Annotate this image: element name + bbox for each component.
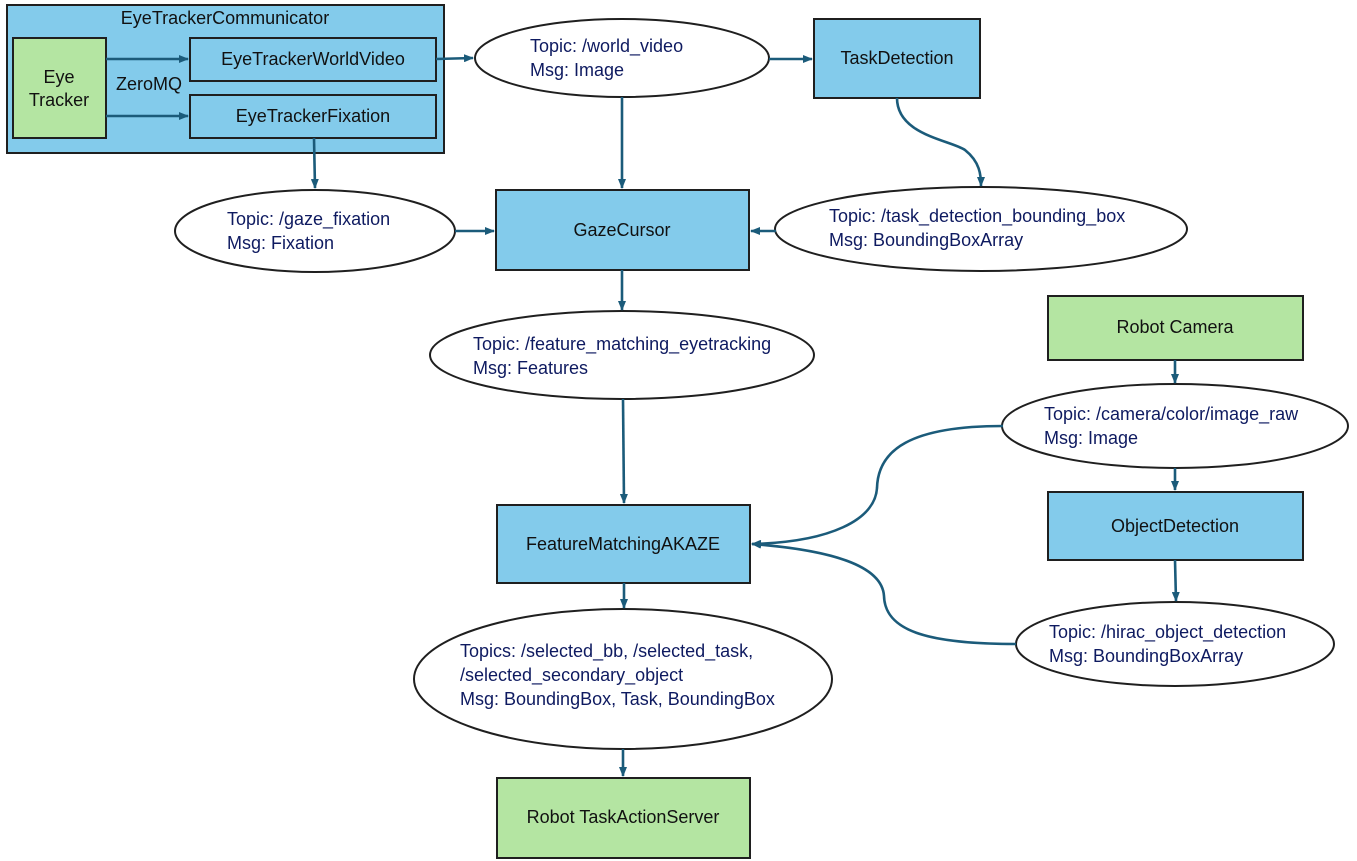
topic-task-bbox-msg: Msg: BoundingBoxArray — [829, 230, 1023, 250]
arrow-object-topic-to-akaze — [751, 540, 1017, 646]
object-detection-node[interactable]: ObjectDetection — [1047, 491, 1304, 561]
arrow-taskdetection-to-bbox-topic — [895, 97, 985, 187]
gaze-cursor-node[interactable]: GazeCursor — [495, 189, 750, 271]
arrow-feature-topic-to-akaze — [619, 398, 628, 504]
world-video-node-label: EyeTrackerWorldVideo — [221, 49, 405, 69]
task-detection-node[interactable]: TaskDetection — [813, 18, 981, 99]
task-detection-label: TaskDetection — [840, 48, 953, 68]
robot-camera-node[interactable]: Robot Camera — [1047, 295, 1304, 361]
eye-tracker-node[interactable]: Eye Tracker — [12, 37, 107, 139]
topic-task-bbox-name: Topic: /task_detection_bounding_box — [829, 206, 1125, 227]
topic-gaze-fixation[interactable]: Topic: /gaze_fixation Msg: Fixation — [174, 189, 456, 273]
arrow-fixation-to-topic — [310, 137, 319, 189]
topic-selected-name-line2: /selected_secondary_object — [460, 665, 683, 686]
communicator-title: EyeTrackerCommunicator — [121, 8, 329, 28]
topic-feature-matching-eyetracking[interactable]: Topic: /feature_matching_eyetracking Msg… — [429, 310, 815, 400]
topic-camera-name: Topic: /camera/color/image_raw — [1044, 404, 1299, 425]
eyetracker-communicator-group: EyeTrackerCommunicator ZeroMQ Eye Tracke… — [6, 4, 445, 154]
topic-world-video-msg: Msg: Image — [530, 60, 624, 80]
connectors — [106, 54, 1180, 777]
topic-world-video[interactable]: Topic: /world_video Msg: Image — [474, 18, 770, 98]
eye-tracker-label-line2: Tracker — [29, 90, 89, 110]
topic-object-detection-msg: Msg: BoundingBoxArray — [1049, 646, 1243, 666]
topic-selected-name-line1: Topics: /selected_bb, /selected_task, — [460, 641, 753, 662]
topic-gaze-fixation-name: Topic: /gaze_fixation — [227, 209, 390, 230]
robot-camera-label: Robot Camera — [1116, 317, 1234, 337]
fixation-node-label: EyeTrackerFixation — [236, 106, 390, 126]
topic-selected-outputs[interactable]: Topics: /selected_bb, /selected_task, /s… — [413, 608, 833, 750]
gaze-cursor-label: GazeCursor — [573, 220, 670, 240]
topic-hirac-object-detection[interactable]: Topic: /hirac_object_detection Msg: Boun… — [1015, 601, 1335, 687]
topic-world-video-name: Topic: /world_video — [530, 36, 683, 57]
robot-task-action-server-node[interactable]: Robot TaskActionServer — [496, 777, 751, 859]
eye-tracker-label-line1: Eye — [43, 67, 74, 87]
object-detection-label: ObjectDetection — [1111, 516, 1239, 536]
eyetracker-world-video-node[interactable]: EyeTrackerWorldVideo — [189, 37, 437, 82]
feature-matching-akaze-node[interactable]: FeatureMatchingAKAZE — [496, 504, 751, 584]
topic-task-detection-bbox[interactable]: Topic: /task_detection_bounding_box Msg:… — [774, 186, 1188, 272]
topic-camera-image-raw[interactable]: Topic: /camera/color/image_raw Msg: Imag… — [1001, 383, 1349, 469]
arrow-objectdetection-to-topic — [1171, 559, 1180, 602]
topic-camera-msg: Msg: Image — [1044, 428, 1138, 448]
topic-gaze-fixation-msg: Msg: Fixation — [227, 233, 334, 253]
topic-feature-matching-msg: Msg: Features — [473, 358, 588, 378]
eyetracker-fixation-node[interactable]: EyeTrackerFixation — [189, 94, 437, 139]
robot-task-action-server-label: Robot TaskActionServer — [527, 807, 720, 827]
topic-object-detection-name: Topic: /hirac_object_detection — [1049, 622, 1286, 643]
arrow-image-topic-to-akaze — [751, 424, 1004, 548]
feature-matching-akaze-label: FeatureMatchingAKAZE — [526, 534, 720, 554]
topic-selected-msg: Msg: BoundingBox, Task, BoundingBox — [460, 689, 775, 709]
zeromq-label: ZeroMQ — [116, 74, 182, 94]
topic-feature-matching-name: Topic: /feature_matching_eyetracking — [473, 334, 771, 355]
arrow-worldvideo-to-topic — [435, 54, 474, 63]
